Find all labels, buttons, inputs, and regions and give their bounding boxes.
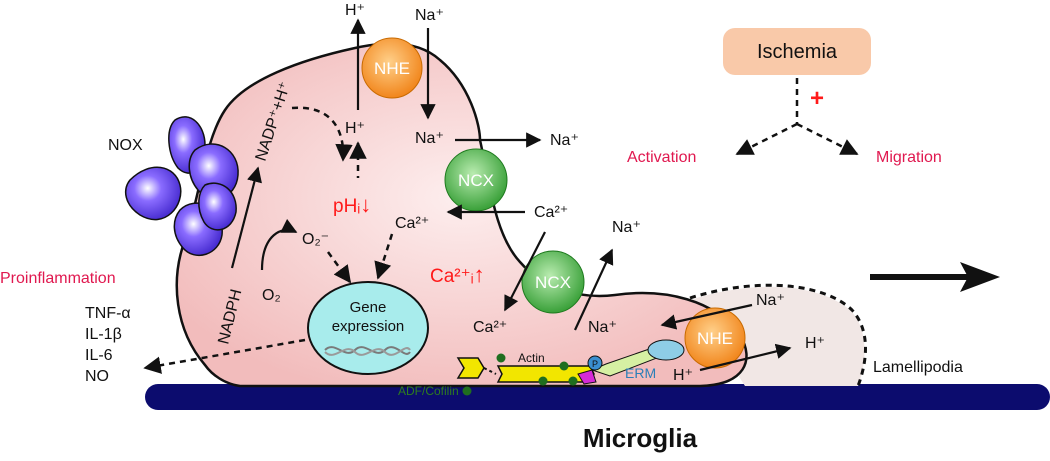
ca-to-gene-arrow [374, 233, 394, 280]
ncx-top-label: NCX [458, 171, 494, 190]
superoxide-label: O₂⁻ [302, 231, 329, 248]
cytokine-il1b: IL-1β [85, 326, 122, 343]
activation-arrow [735, 122, 798, 156]
dna-helix-icon [324, 346, 411, 356]
gene-to-cytokines-arrow [143, 338, 306, 374]
h-out-nhe2-label: H⁺ [805, 335, 825, 352]
ischemia-box [723, 28, 871, 75]
h-in-nhe2-label: H⁺ [673, 367, 693, 384]
diagram-title: Microglia [583, 423, 698, 453]
cytokine-no: NO [85, 368, 109, 385]
ischemia-plus: + [810, 85, 824, 112]
ca-in-ncx1-label: Ca²⁺ [534, 204, 568, 221]
cofilin-dots [462, 353, 578, 396]
na-top-in-label: Na⁺ [415, 7, 444, 24]
na-in-ncx2-label: Na⁺ [588, 319, 617, 336]
gene-line1: Gene [350, 299, 387, 316]
h-efflux-nhe2-arrow [699, 343, 792, 372]
nadph-to-nadp-arrow [230, 166, 262, 269]
ischemia-label: Ischemia [757, 41, 838, 63]
na-out-nhe2-label: Na⁺ [756, 292, 785, 309]
nadp-to-phi-arrow [291, 106, 353, 162]
nhe-transporter-icon-2 [684, 307, 746, 369]
gene-line2: expression [332, 318, 405, 335]
erm-label: ERM [625, 365, 656, 381]
nhe-transporter-icon [361, 37, 423, 99]
cytokine-tnf: TNF-α [85, 305, 131, 322]
nox-label: NOX [108, 137, 143, 154]
na-in-top-label: Na⁺ [415, 130, 444, 147]
o2-to-superoxide-arrow [260, 218, 298, 271]
o2-label: O₂ [262, 287, 281, 304]
nhe-top-label: NHE [374, 59, 410, 78]
ca-influx-ncx2-arrow [504, 231, 546, 312]
h-in-top-label: H⁺ [345, 120, 365, 137]
phospho-icon [587, 355, 603, 371]
migration-arrow [796, 122, 859, 156]
substrate-bar [145, 384, 1050, 410]
actin-cap [577, 369, 597, 385]
nhe-bottom-label: NHE [697, 329, 733, 348]
na-influx-nhe2-arrow [660, 303, 753, 330]
ncx-bottom-transporter: NCX [521, 250, 585, 314]
actin-label: Actin [518, 351, 545, 365]
h-top-out-label: H⁺ [345, 2, 365, 19]
activation-label: Activation [627, 149, 696, 166]
erm-head [647, 339, 685, 361]
ca-in-ncx2-label: Ca²⁺ [473, 319, 507, 336]
lamellipodia-edge [689, 283, 867, 387]
adf-cofilin-label: ADF/Cofilin [398, 384, 459, 398]
cytokine-il6: IL-6 [85, 347, 113, 364]
gene-expression-node: Gene expression [307, 281, 429, 375]
cai-label: Ca²⁺ᵢ↑ [430, 262, 485, 287]
ncx-transporter-icon-2 [521, 250, 585, 314]
nhe-bottom-transporter: NHE [684, 307, 746, 369]
phi-label: pHᵢ↓ [333, 192, 371, 217]
na-efflux-ncx2-arrow [574, 248, 614, 331]
lamellipodia-label: Lamellipodia [873, 359, 963, 376]
ncx-top-transporter: NCX [444, 148, 508, 212]
ca-out-ncx1-label: Ca²⁺ [395, 215, 429, 232]
ncx-bottom-label: NCX [535, 273, 571, 292]
cell-body [175, 42, 748, 388]
nhe-top-transporter: NHE [361, 37, 423, 99]
phospho-label: P [592, 359, 598, 369]
na-out-ncx2-label: Na⁺ [612, 219, 641, 236]
na-out-ncx1-label: Na⁺ [550, 132, 579, 149]
nox-complex-icon [124, 116, 239, 257]
migration-direction-arrowhead [960, 262, 1000, 292]
migration-label: Migration [876, 149, 942, 166]
proinflammation-label: Proinflammation [0, 270, 116, 287]
